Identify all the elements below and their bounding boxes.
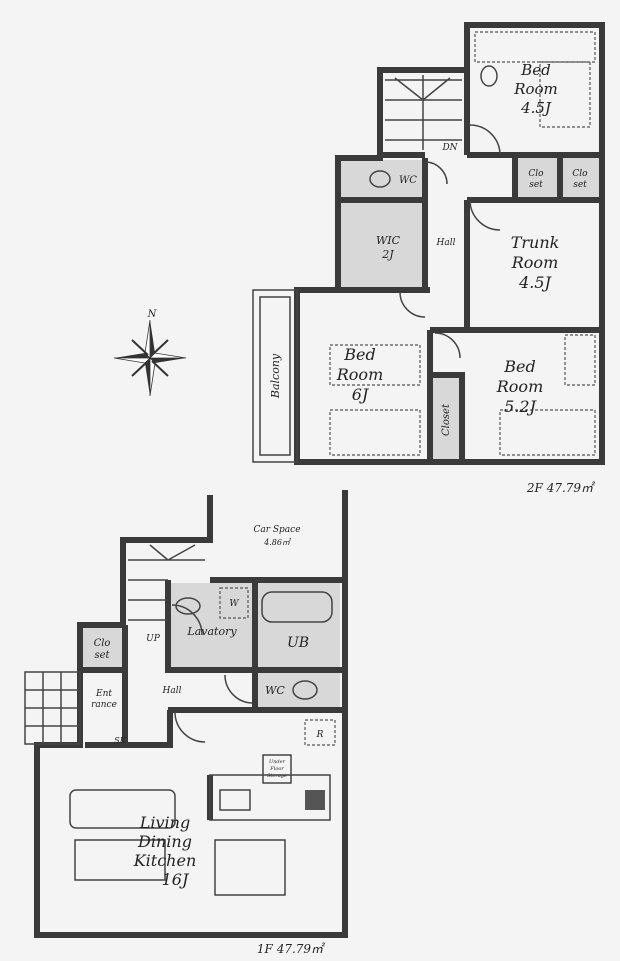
hall-label: Hall (162, 686, 182, 696)
ldk-label: Living (139, 813, 190, 832)
closet-label: Closet (441, 403, 452, 436)
storage-label: Under (269, 759, 286, 765)
floor-area-2f: 2F 47.79㎡ (526, 481, 596, 495)
stairs-2f (385, 75, 462, 150)
down-label: DN (441, 143, 458, 153)
entrance-label: Ent (95, 689, 112, 699)
wc-label: WC (265, 684, 285, 697)
ub-label: UB (287, 635, 309, 651)
porch (24, 671, 81, 745)
lavatory-label: Lavatory (186, 625, 237, 638)
north-label: N (147, 309, 158, 320)
compass-rose-icon: N (113, 309, 187, 397)
floor-area-1f: 1F 47.79㎡ (257, 942, 326, 956)
up-label: UP (146, 634, 161, 644)
washer-label: W (229, 599, 239, 609)
closet-label: Clo (94, 638, 111, 649)
fridge-label: R (316, 730, 324, 740)
wc-label: WC (399, 175, 417, 186)
balcony-label: Balcony (269, 353, 282, 399)
hall-label: Hall (436, 238, 456, 248)
car-space-label: Car Space (253, 525, 300, 535)
svg-text:Closet: Closet (94, 638, 111, 661)
shoe-storage-label: SK (114, 736, 126, 745)
